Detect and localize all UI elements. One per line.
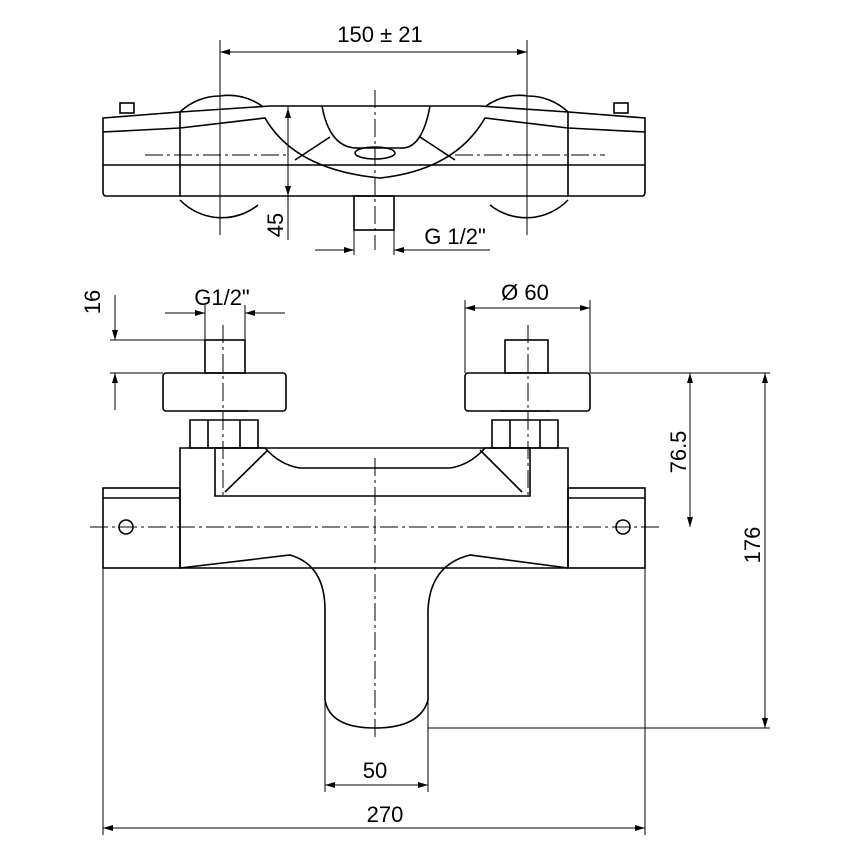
- dim-total-width: 270: [367, 802, 404, 827]
- top-view: 150 ± 21 45 G 1/2": [102, 22, 646, 255]
- left-handle-top: [179, 94, 263, 113]
- right-handle-top: [485, 94, 569, 113]
- right-handle-bottom: [489, 199, 569, 219]
- left-handle-bottom: [179, 199, 259, 219]
- dim-inlet-thread: G1/2": [194, 285, 250, 310]
- left-end-cap: [102, 487, 181, 569]
- top-left-cap: [102, 111, 181, 197]
- dim-outlet-thread: G 1/2": [424, 224, 486, 249]
- outlet-dome: [321, 105, 431, 149]
- outlet-stub: [353, 195, 395, 231]
- front-view: 16 G1/2" Ø 60 76.5 176 50 270: [80, 280, 770, 835]
- dim-handle-spacing: 150 ± 21: [337, 22, 422, 47]
- dim-spout-width: 50: [363, 758, 387, 783]
- top-right-cap: [567, 111, 646, 197]
- dim-total-height: 176: [740, 527, 765, 564]
- left-nut: [189, 410, 259, 449]
- dim-inlet-length: 16: [80, 290, 105, 314]
- spout: [179, 554, 569, 729]
- right-inlet-pipe: [504, 339, 549, 374]
- right-nut: [491, 410, 559, 449]
- dim-depth: 45: [263, 213, 288, 237]
- left-inlet-pipe: [204, 339, 246, 374]
- left-flange: [162, 372, 287, 412]
- right-end-cap: [567, 487, 646, 569]
- top-center-bowl: [179, 117, 569, 179]
- dim-inlet-to-axis: 76.5: [666, 431, 691, 474]
- dim-flange-diameter: Ø 60: [501, 280, 549, 305]
